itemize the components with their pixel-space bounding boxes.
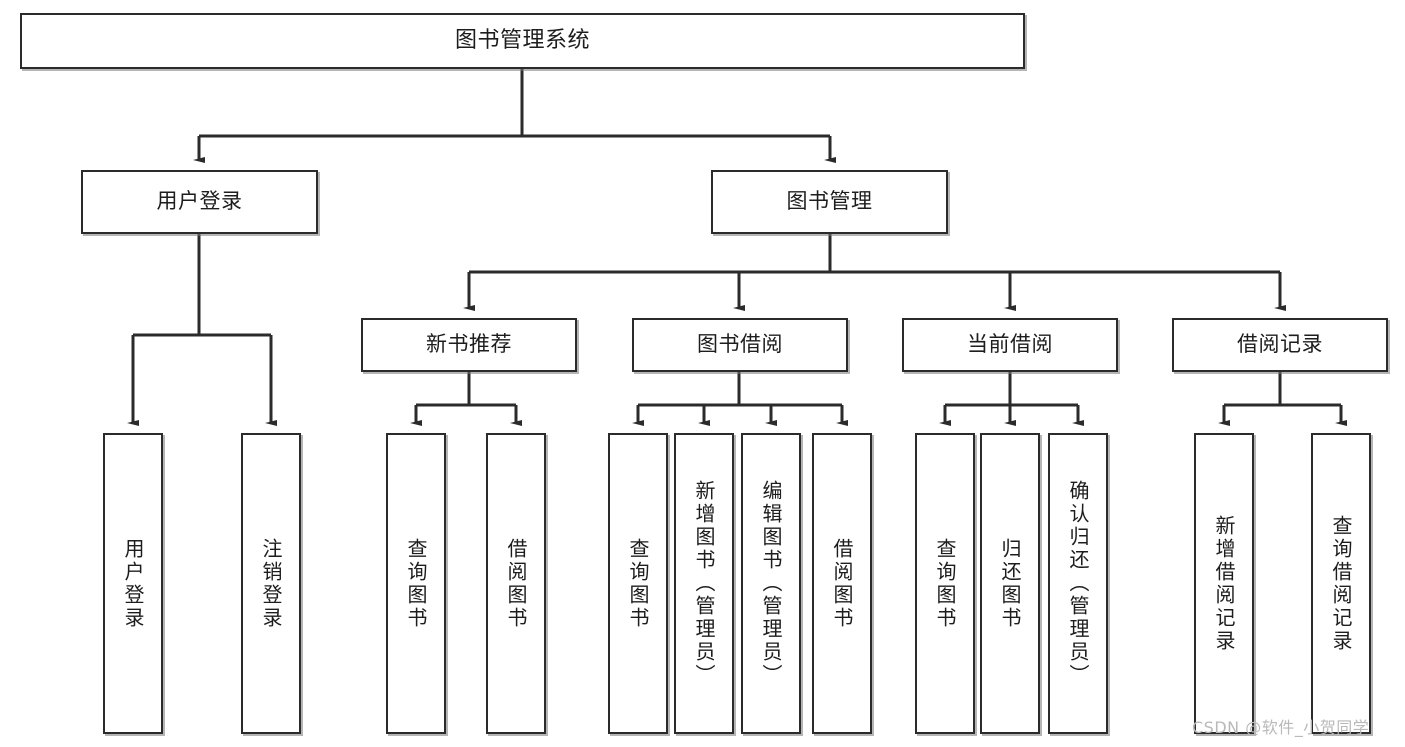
node-label: 借阅图书 <box>830 537 854 630</box>
node-label: 用户登录 <box>121 537 145 630</box>
node-new-book-recommend[interactable]: 新书推荐 <box>361 318 577 372</box>
leaf-current-borrow-return-book[interactable]: 归还图书 <box>980 433 1040 734</box>
node-label: 图书借阅 <box>697 332 783 357</box>
node-label: 编辑图书（管理员） <box>759 480 783 687</box>
leaf-user-login-logout[interactable]: 注销登录 <box>241 433 301 734</box>
node-label: 注销登录 <box>259 537 283 630</box>
node-label: 用户登录 <box>156 189 243 214</box>
leaf-book-borrow-edit-book-admin[interactable]: 编辑图书（管理员） <box>741 433 801 734</box>
node-current-borrow[interactable]: 当前借阅 <box>902 318 1118 372</box>
node-label: 新增图书（管理员） <box>692 480 716 687</box>
node-book-management[interactable]: 图书管理 <box>711 170 948 234</box>
leaf-current-borrow-confirm-return-admin[interactable]: 确认归还（管理员） <box>1048 433 1108 734</box>
leaf-new-book-query-book[interactable]: 查询图书 <box>386 433 446 734</box>
node-label: 查询借阅记录 <box>1329 514 1353 653</box>
watermark-text: CSDN @软件_小贺同学 <box>1192 718 1370 737</box>
leaf-user-login-login[interactable]: 用户登录 <box>103 433 163 734</box>
leaf-borrow-record-add-record[interactable]: 新增借阅记录 <box>1194 433 1254 734</box>
node-label: 当前借阅 <box>967 332 1053 357</box>
node-label: 归还图书 <box>998 537 1022 630</box>
leaf-borrow-record-query-record[interactable]: 查询借阅记录 <box>1311 433 1371 734</box>
leaf-book-borrow-add-book-admin[interactable]: 新增图书（管理员） <box>674 433 734 734</box>
node-label: 新增借阅记录 <box>1212 514 1236 653</box>
node-label: 图书管理 <box>786 189 873 214</box>
node-label: 查询图书 <box>404 537 428 630</box>
node-label: 查询图书 <box>933 537 957 630</box>
node-book-borrow[interactable]: 图书借阅 <box>632 318 848 372</box>
node-root-book-management-system[interactable]: 图书管理系统 <box>20 13 1025 69</box>
node-label: 图书管理系统 <box>454 27 590 53</box>
node-label: 新书推荐 <box>426 332 512 357</box>
leaf-book-borrow-borrow-book[interactable]: 借阅图书 <box>812 433 872 734</box>
leaf-new-book-borrow-book[interactable]: 借阅图书 <box>486 433 546 734</box>
leaf-current-borrow-query-book[interactable]: 查询图书 <box>915 433 975 734</box>
node-label: 借阅记录 <box>1237 332 1323 357</box>
node-borrow-record[interactable]: 借阅记录 <box>1172 318 1388 372</box>
node-label: 借阅图书 <box>504 537 528 630</box>
node-user-login[interactable]: 用户登录 <box>81 170 318 234</box>
node-label: 查询图书 <box>626 537 650 630</box>
leaf-book-borrow-query-book[interactable]: 查询图书 <box>608 433 668 734</box>
node-label: 确认归还（管理员） <box>1066 480 1090 687</box>
